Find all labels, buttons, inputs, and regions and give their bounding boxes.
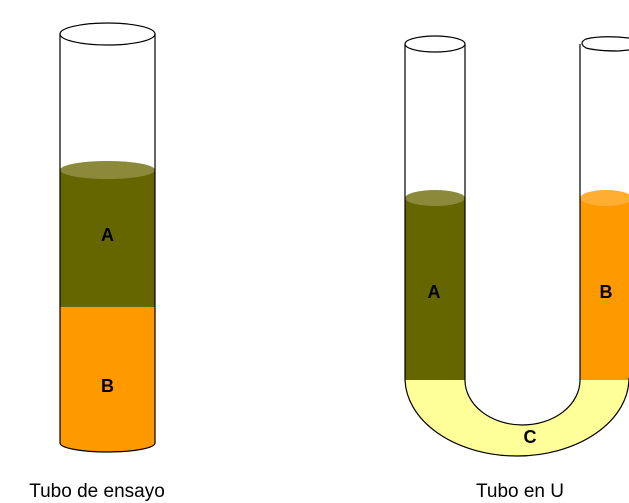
u-tube: A B C bbox=[404, 35, 629, 457]
test-tube-liquid-b bbox=[60, 307, 155, 452]
test-tube-liquid-a-surface bbox=[60, 161, 155, 179]
u-tube-outer-wall bbox=[404, 44, 629, 457]
u-tube-label-b: B bbox=[600, 282, 613, 302]
u-tube-inner-wall bbox=[464, 44, 581, 426]
u-tube-label-c: C bbox=[524, 427, 537, 447]
u-tube-caption: Tubo en U bbox=[476, 481, 564, 502]
test-tube-rim bbox=[59, 22, 156, 46]
u-tube-liquid-a bbox=[405, 198, 465, 380]
test-tube-bottom bbox=[59, 442, 156, 453]
u-tube-liquid-b-surface bbox=[580, 190, 629, 206]
test-tube-liquid-a bbox=[60, 170, 155, 307]
u-tube-liquid-c bbox=[405, 374, 629, 456]
test-tube-label-b: B bbox=[101, 376, 114, 396]
test-tube-caption: Tubo de ensayo bbox=[29, 481, 165, 502]
u-tube-left-rim bbox=[404, 35, 466, 53]
u-tube-label-a: A bbox=[428, 282, 441, 302]
test-tube-label-a: A bbox=[101, 225, 114, 245]
u-tube-liquid-b bbox=[580, 198, 629, 380]
u-tube-liquid-a-surface bbox=[405, 190, 465, 206]
u-tube-right-rim bbox=[581, 36, 629, 52]
test-tube: A B bbox=[59, 22, 156, 453]
